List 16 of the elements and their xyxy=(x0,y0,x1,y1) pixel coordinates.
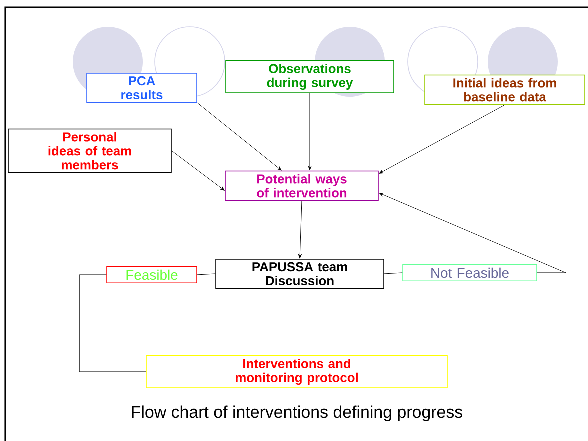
process-box: PCA results xyxy=(86,73,198,103)
process-box: Initial ideas from baseline data xyxy=(424,74,586,106)
arrow xyxy=(172,150,225,191)
process-box: Potential ways of intervention xyxy=(225,170,379,202)
process-box: Observations during survey xyxy=(226,60,394,94)
arrow xyxy=(197,102,282,171)
arrow xyxy=(298,200,302,259)
arrow xyxy=(379,104,506,174)
process-box: Interventions and monitoring protocol xyxy=(146,356,448,388)
process-box: Not Feasible xyxy=(402,264,538,282)
arrow xyxy=(379,193,566,274)
process-box: Feasible xyxy=(106,266,198,284)
caption: Flow chart of interventions defining progress xyxy=(132,406,462,422)
process-box: Personal ideas of team members xyxy=(8,128,172,174)
arrow xyxy=(308,93,312,170)
process-box: PAPUSSA team Discussion xyxy=(216,259,384,289)
